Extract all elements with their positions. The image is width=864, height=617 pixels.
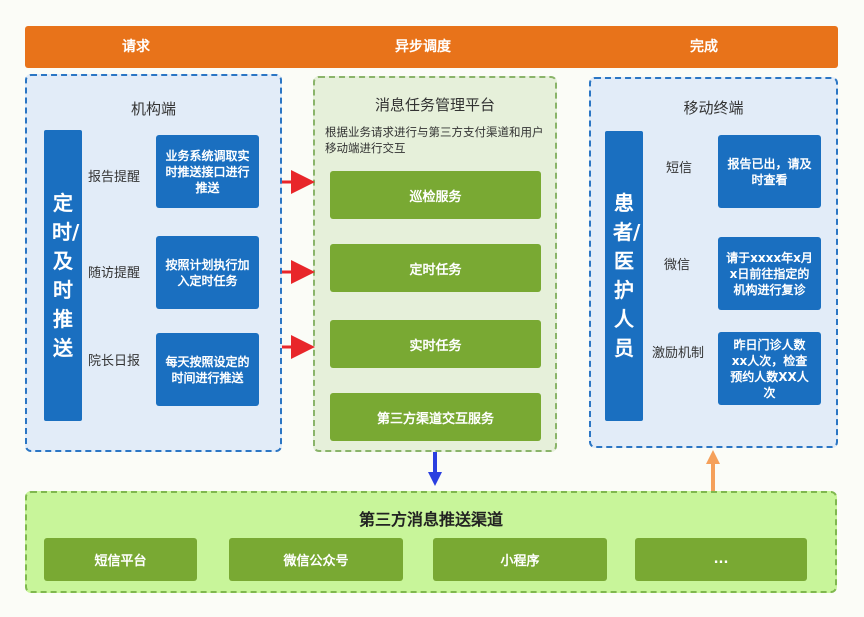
platform-description: 根据业务请求进行与第三方支付渠道和用户移动端进行交互 bbox=[325, 125, 544, 155]
row-label-incentive: 激励机制 bbox=[652, 346, 705, 361]
report-reminder-box: 业务系统调取实时推送接口进行推送 bbox=[156, 135, 259, 208]
arrow-down-to-channels bbox=[428, 452, 442, 486]
institution-title: 机构端 bbox=[130, 100, 176, 118]
header-async-dispatch: 异步调度 bbox=[395, 39, 451, 55]
followup-reminder-box: 按照计划执行加入定时任务 bbox=[156, 236, 259, 309]
channel-sms-platform: 短信平台 bbox=[44, 538, 197, 581]
channel-wechat-official: 微信公众号 bbox=[229, 538, 403, 581]
header-bar: 请求 异步调度 完成 bbox=[25, 26, 838, 68]
row-label-followup: 随访提醒 bbox=[88, 266, 141, 281]
incentive-message-box: 昨日门诊人数xx人次，检查预约人数XX人次 bbox=[718, 332, 821, 405]
row-label-wechat: 微信 bbox=[664, 258, 691, 273]
institution-vertical-label: 定时/及时推送 bbox=[44, 130, 82, 421]
daily-report-box: 每天按照设定的时间进行推送 bbox=[156, 333, 259, 406]
row-label-sms: 短信 bbox=[666, 161, 693, 176]
arrow-up-to-mobile bbox=[706, 450, 720, 491]
header-request: 请求 bbox=[122, 39, 150, 55]
row-label-daily: 院长日报 bbox=[88, 354, 141, 369]
mobile-vertical-label: 患者/医护人员 bbox=[605, 131, 643, 421]
third-party-interaction-service: 第三方渠道交互服务 bbox=[330, 393, 541, 441]
channel-mini-program: 小程序 bbox=[433, 538, 607, 581]
row-label-report: 报告提醒 bbox=[88, 170, 141, 185]
header-complete: 完成 bbox=[690, 39, 718, 55]
realtime-task: 实时任务 bbox=[330, 320, 541, 368]
channel-more: ... bbox=[635, 538, 807, 581]
mobile-title: 移动终端 bbox=[683, 99, 744, 117]
channels-title: 第三方消息推送渠道 bbox=[358, 510, 503, 529]
inspection-service: 巡检服务 bbox=[330, 171, 541, 219]
scheduled-task: 定时任务 bbox=[330, 244, 541, 292]
sms-message-box: 报告已出，请及时查看 bbox=[718, 135, 821, 208]
platform-title: 消息任务管理平台 bbox=[374, 96, 495, 114]
wechat-message-box: 请于xxxx年x月x日前往指定的机构进行复诊 bbox=[718, 237, 821, 310]
